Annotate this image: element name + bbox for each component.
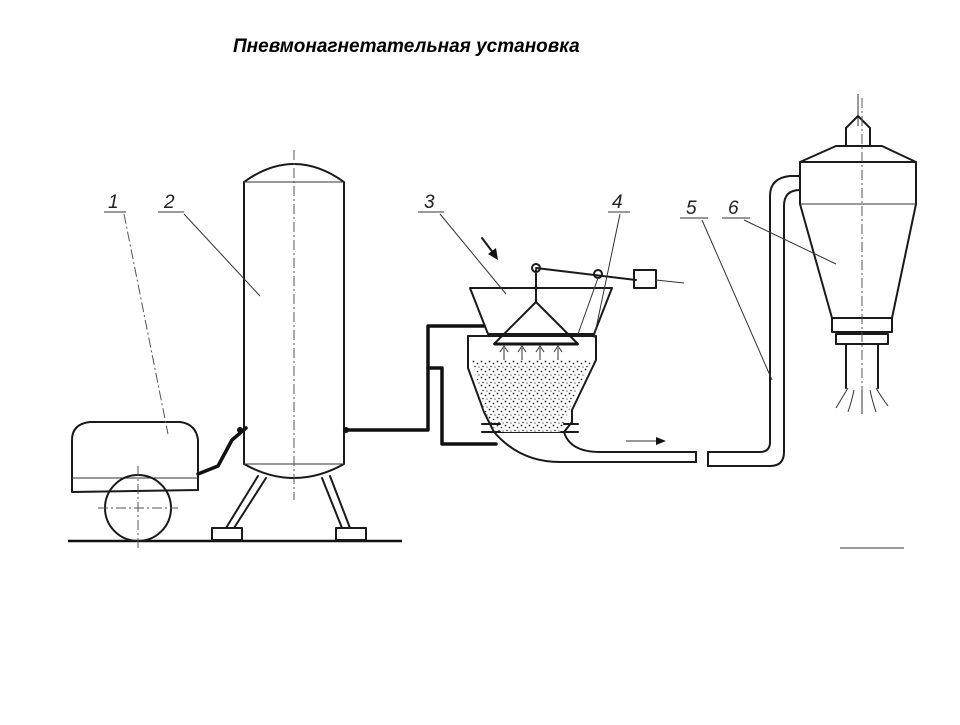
diagram-title: Пневмонагнетательная установка	[233, 36, 580, 57]
pipeline-upper-wall-1	[563, 431, 697, 453]
lever-counterweight	[633, 269, 657, 289]
receiver	[211, 150, 367, 541]
callout-3-label: 3	[424, 192, 435, 213]
callout-1-leader	[123, 213, 169, 435]
pipeline-lower-wall-1	[493, 431, 697, 463]
receiver-foot-right	[335, 527, 367, 541]
callout-6-leader	[743, 219, 837, 265]
cyclone	[799, 94, 917, 414]
lever-pivot-right	[593, 269, 603, 279]
callout-5-label: 5	[686, 198, 697, 219]
pipeline-riser-outer	[707, 189, 801, 467]
cyclone-cap	[845, 115, 871, 147]
lever-tail	[655, 279, 685, 284]
lever-support	[577, 277, 599, 335]
cyclone-body	[799, 161, 917, 319]
air-pipe-top	[344, 324, 486, 432]
callout-3-leader	[439, 213, 507, 295]
hopper-chamber	[467, 335, 597, 433]
compressor-receiver-pipe	[196, 426, 248, 476]
callout-2-label: 2	[163, 192, 175, 213]
discharge-streams	[835, 387, 889, 414]
callout-2-leader	[183, 213, 261, 297]
compressor-joint	[237, 427, 243, 433]
receiver-leg-left	[225, 475, 267, 529]
hopper	[467, 237, 685, 433]
aeration-arrows	[499, 345, 563, 360]
receiver-foot-left	[211, 527, 243, 541]
flow-arrow-head	[656, 437, 666, 445]
hopper-inlet-flange	[481, 423, 501, 433]
pipeline-riser-inner	[707, 175, 801, 453]
hopper-material	[472, 360, 592, 432]
callout-4-label: 4	[612, 192, 623, 213]
callout-1-label: 1	[108, 192, 119, 213]
compressor	[71, 421, 248, 548]
compressor-body	[71, 421, 199, 493]
cyclone-outlet-tube	[845, 343, 879, 389]
callout-4-leader	[593, 213, 621, 339]
material-pipeline	[493, 175, 801, 467]
air-pipe-bottom	[426, 366, 498, 446]
cone-valve	[493, 301, 579, 345]
loading-arrow-head	[488, 248, 498, 260]
hopper-outlet-flange	[563, 423, 579, 433]
receiver-leg-right	[321, 475, 351, 529]
callout-6-label: 6	[728, 198, 739, 219]
callout-5-leader	[701, 219, 773, 381]
lever-arm	[535, 267, 637, 281]
hopper-upper-funnel	[469, 287, 613, 335]
callouts: 1 2 3 4 5 6	[104, 192, 837, 435]
cyclone-roof	[799, 145, 917, 163]
